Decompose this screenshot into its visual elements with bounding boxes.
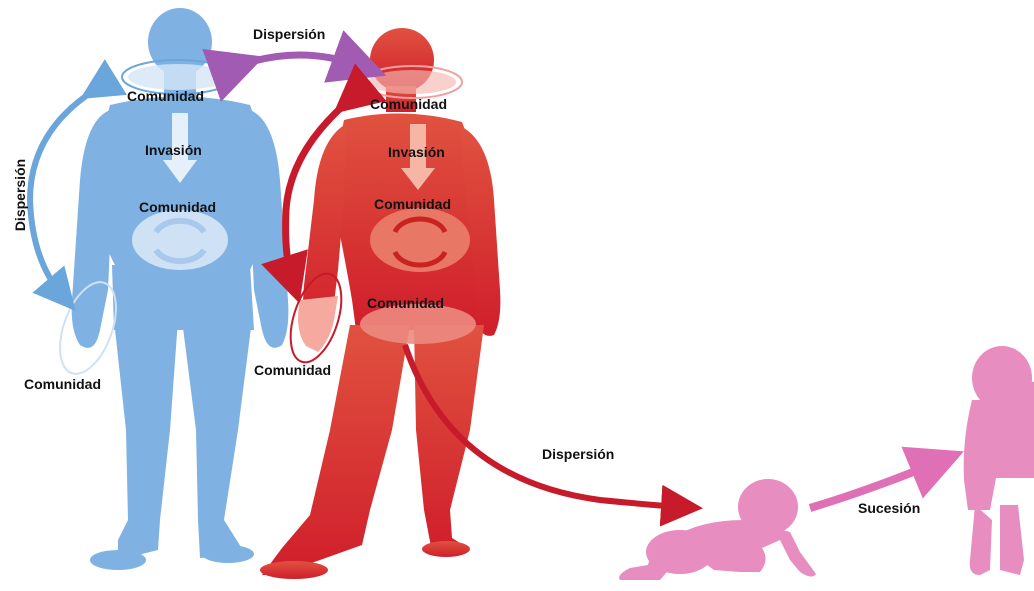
standing-toddler-figure [964, 346, 1034, 575]
community-label-blue-belly: Comunidad [139, 200, 216, 214]
invasion-label-blue: Invasión [145, 143, 202, 157]
community-label-blue-hand: Comunidad [24, 377, 101, 391]
community-label-blue-head: Comunidad [127, 89, 204, 103]
community-label-red-hip: Comunidad [367, 296, 444, 310]
red-head-community-ring [362, 66, 462, 98]
community-label-red-head: Comunidad [370, 97, 447, 111]
succession-label: Sucesión [858, 501, 920, 515]
community-label-red-hand: Comunidad [254, 363, 331, 377]
invasion-label-red: Invasión [388, 145, 445, 159]
dispersion-label-bottom: Dispersión [542, 447, 614, 461]
dispersion-label-left: Dispersión [13, 159, 27, 231]
crawling-baby-figure [619, 479, 816, 580]
dispersion-arrow-top [238, 55, 360, 66]
red-belly-community [370, 208, 470, 272]
community-label-red-belly: Comunidad [374, 197, 451, 211]
dispersion-label-top: Dispersión [253, 27, 325, 41]
blue-belly-community [132, 210, 228, 270]
